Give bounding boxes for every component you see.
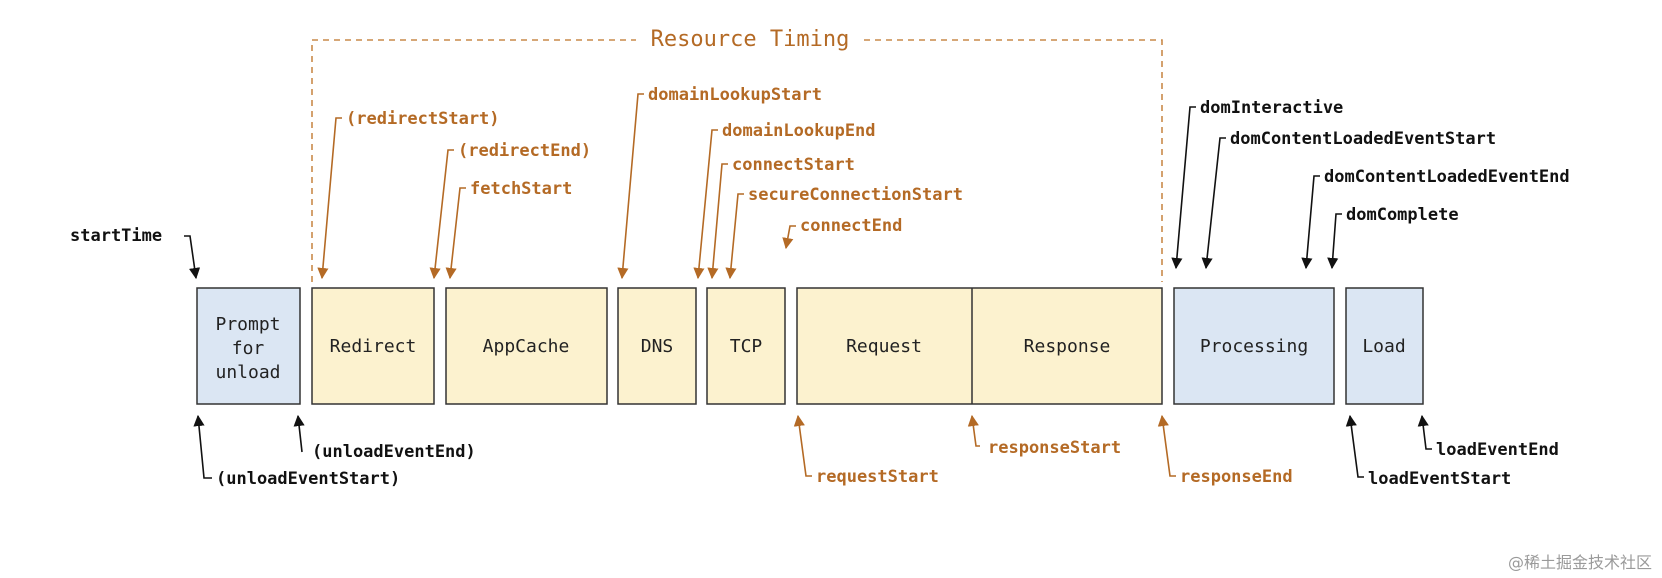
marker-load-event-end: loadEventEnd [1417,414,1559,460]
watermark-text: @稀土掘金技术社区 [1508,553,1652,572]
response-box-label: Response [1024,336,1111,357]
marker-unload-event-end: (unloadEventEnd) [293,414,476,462]
request-response-box: Request Response [796,287,1163,405]
label-load-event-start: loadEventStart [1368,469,1511,489]
label-fetch-start: fetchStart [470,179,572,199]
label-connect-start: connectStart [732,155,855,175]
label-dom-complete: domComplete [1346,205,1459,225]
box-label: Load [1362,336,1405,357]
box-label-prompt: Prompt [215,314,280,335]
marker-connect-start: connectStart [707,155,855,280]
marker-dom-complete: domComplete [1327,205,1459,270]
marker-request-start: requestStart [793,414,939,487]
box-label: DNS [641,336,674,357]
marker-dom-content-loaded-event-end: domContentLoadedEventEnd [1301,167,1570,270]
box-label: Processing [1200,336,1308,357]
label-load-event-end: loadEventEnd [1436,440,1559,460]
marker-unload-event-start: (unloadEventStart) [193,414,400,489]
label-unload-event-start: (unloadEventStart) [216,469,400,489]
label-connect-end: connectEnd [800,216,902,236]
processing-box: Processing [1173,287,1335,405]
box-label: Redirect [330,336,417,357]
appcache-box: AppCache [445,287,608,405]
label-secure-connection-start: secureConnectionStart [748,185,963,205]
label-dom-interactive: domInteractive [1200,98,1343,118]
label-response-start: responseStart [988,438,1121,458]
label-dom-content-loaded-event-start: domContentLoadedEventStart [1230,129,1496,149]
label-domain-lookup-end: domainLookupEnd [722,121,876,141]
marker-domain-lookup-end: domainLookupEnd [693,121,876,280]
marker-redirect-end: (redirectEnd) [429,141,591,280]
marker-fetch-start: fetchStart [445,179,572,280]
prompt-for-unload-box: Prompt for unload [196,287,301,405]
dns-box: DNS [617,287,697,405]
marker-start-time: startTime [70,226,201,280]
marker-response-start: responseStart [967,414,1121,458]
marker-response-end: responseEnd [1157,414,1293,487]
marker-dom-interactive: domInteractive [1171,98,1343,270]
label-dom-content-loaded-event-end: domContentLoadedEventEnd [1324,167,1570,187]
tcp-box: TCP [706,287,786,405]
label-redirect-end: (redirectEnd) [458,141,591,161]
label-request-start: requestStart [816,467,939,487]
redirect-box: Redirect [311,287,435,405]
request-box-label: Request [846,336,922,357]
marker-dom-content-loaded-event-start: domContentLoadedEventStart [1201,129,1496,270]
label-start-time: startTime [70,226,162,246]
marker-connect-end: connectEnd [782,216,902,250]
box-label-for: for [232,338,265,359]
marker-load-event-start: loadEventStart [1345,414,1511,489]
resource-timing-bracket: Resource Timing [311,27,1163,282]
box-label: AppCache [483,336,570,357]
marker-secure-connection-start: secureConnectionStart [725,185,963,280]
label-domain-lookup-start: domainLookupStart [648,85,822,105]
box-label: TCP [730,336,763,357]
marker-domain-lookup-start: domainLookupStart [617,85,822,280]
label-unload-event-end: (unloadEventEnd) [312,442,476,462]
marker-redirect-start: (redirectStart) [317,109,500,280]
label-redirect-start: (redirectStart) [346,109,500,129]
box-label-unload: unload [215,362,280,383]
label-response-end: responseEnd [1180,467,1293,487]
resource-timing-title: Resource Timing [651,27,850,52]
load-box: Load [1345,287,1424,405]
